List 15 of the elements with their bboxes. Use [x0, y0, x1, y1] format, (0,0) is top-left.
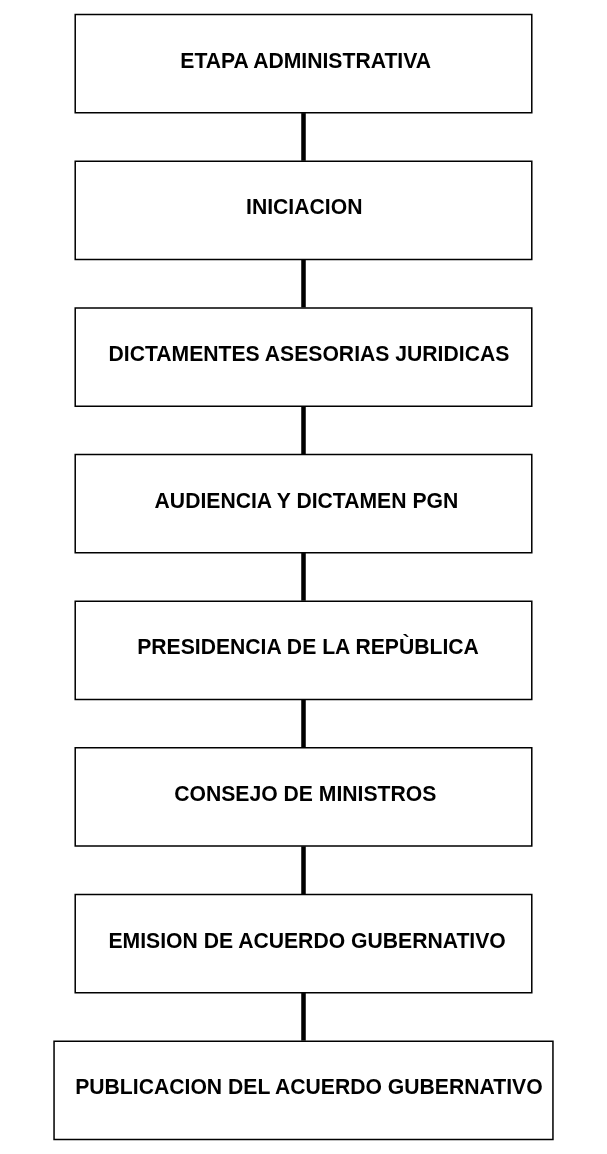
connector: [301, 699, 306, 748]
node-box: EMISION DE ACUERDO GUBERNATIVO: [74, 893, 533, 994]
connector: [301, 406, 306, 455]
node-box: PRESIDENCIA DE LA REPÙBLICA: [74, 600, 533, 701]
connector: [301, 113, 306, 161]
node-box: CONSEJO DE MINISTROS: [74, 747, 533, 847]
connector: [301, 992, 306, 1041]
connector: [301, 259, 306, 308]
node-box: INICIACION: [74, 160, 533, 261]
connector: [301, 553, 306, 601]
connector: [301, 846, 306, 894]
node-box: ETAPA ADMINISTRATIVA: [74, 13, 533, 114]
node-box: AUDIENCIA Y DICTAMEN PGN: [74, 453, 533, 554]
node-box: PUBLICACION DEL ACUERDO GUBERNATIVO: [53, 1040, 554, 1141]
node-box: DICTAMENTES ASESORIAS JURIDICAS: [74, 307, 533, 407]
